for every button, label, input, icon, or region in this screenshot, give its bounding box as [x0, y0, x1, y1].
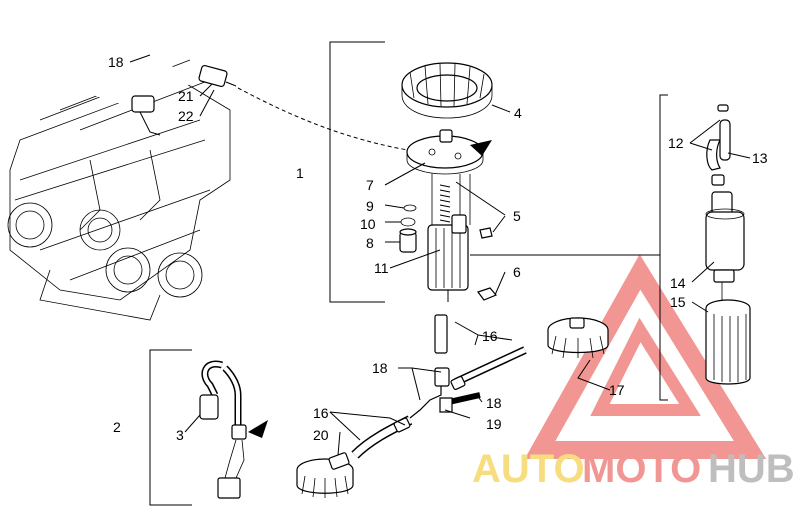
callout-9: 9 — [366, 198, 374, 214]
wiring-harness — [184, 360, 268, 499]
callout-18-middle: 18 — [372, 360, 388, 376]
callout-4: 4 — [514, 105, 522, 121]
callout-labels: 1 2 3 4 5 6 7 8 9 10 11 12 13 14 15 16 1… — [108, 54, 768, 443]
lock-ring — [401, 62, 493, 119]
callout-5: 5 — [513, 208, 521, 224]
arrow-marker-icon — [248, 420, 268, 438]
fuel-lines-lower — [351, 314, 527, 459]
callout-7: 7 — [366, 177, 374, 193]
callout-15: 15 — [670, 294, 686, 310]
bracket-group-2 — [149, 349, 192, 506]
watermark-moto: MOTO — [582, 447, 701, 491]
callout-14: 14 — [670, 275, 686, 291]
routing-dashline — [237, 87, 421, 153]
callout-18-lower: 18 — [486, 395, 502, 411]
pump-top-plate — [406, 129, 492, 175]
fuel-pump-detail — [705, 104, 751, 385]
fuel-pickup-filter — [547, 317, 609, 359]
callout-16-lower: 16 — [313, 405, 329, 421]
watermark-auto: AUTO — [472, 447, 585, 491]
callout-12: 12 — [668, 135, 684, 151]
fuel-pickup-bottom — [296, 452, 354, 498]
callout-16-upper: 16 — [482, 328, 498, 344]
callout-19: 19 — [486, 416, 502, 432]
leader-lines-main — [384, 104, 660, 296]
callout-18-top: 18 — [108, 54, 124, 70]
bracket-group-right — [659, 94, 668, 401]
callout-3: 3 — [176, 427, 184, 443]
callout-2: 2 — [113, 419, 121, 435]
watermark-logo: AUTO MOTO HUB — [472, 254, 795, 491]
callout-17: 17 — [609, 382, 625, 398]
callout-8: 8 — [366, 235, 374, 251]
callout-11: 11 — [374, 260, 389, 276]
callout-1: 1 — [296, 165, 304, 181]
bracket-group-1 — [329, 41, 385, 303]
callout-21: 21 — [178, 88, 194, 104]
leader-lines-lower — [329, 321, 611, 456]
small-parts-8-9-10 — [399, 204, 417, 253]
callout-22: 22 — [178, 108, 194, 124]
callout-10: 10 — [360, 216, 376, 232]
watermark-hub: HUB — [708, 447, 795, 491]
pump-body — [427, 174, 471, 302]
screw-and-clip — [477, 227, 497, 301]
callout-6: 6 — [513, 264, 521, 280]
leader-lines-right — [689, 119, 751, 313]
fuel-hose-top — [71, 33, 237, 136]
callout-20: 20 — [313, 427, 329, 443]
leader-lines-top — [129, 54, 215, 117]
callout-13: 13 — [752, 150, 768, 166]
arrow-marker-icon — [470, 140, 492, 156]
